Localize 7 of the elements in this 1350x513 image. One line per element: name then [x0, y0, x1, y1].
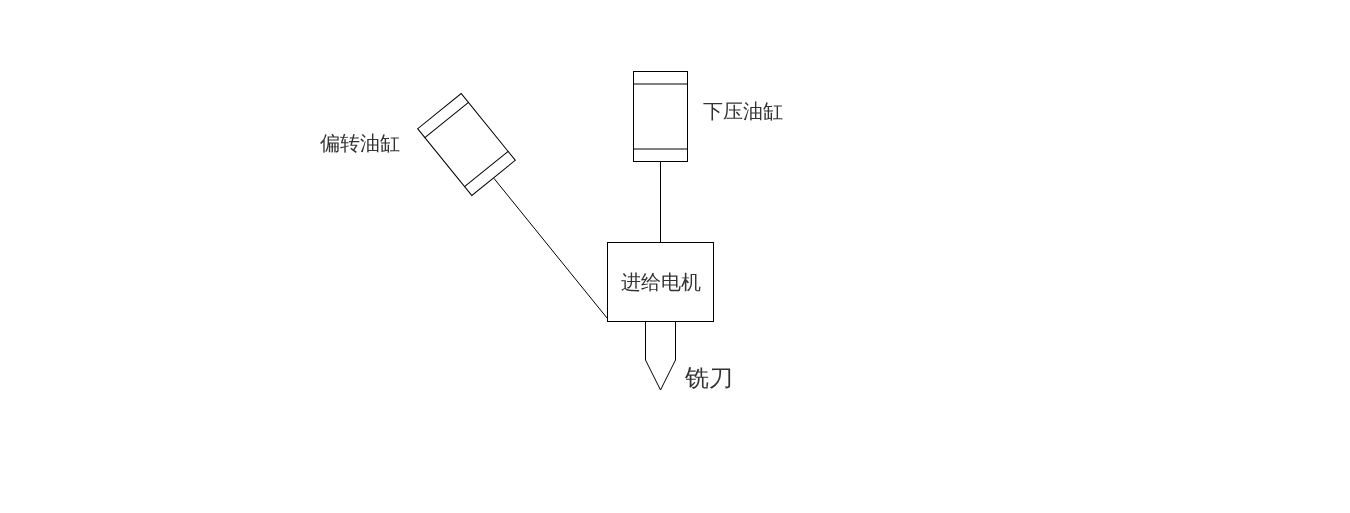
part-label: 下压油缸	[703, 101, 783, 121]
motor-box	[607, 242, 714, 322]
piston-rod	[660, 161, 661, 243]
motor-label: 进给电机	[620, 268, 701, 296]
piston-rod	[493, 177, 608, 319]
part-label: 偏转油缸	[320, 133, 400, 153]
part-label: 铣刀	[685, 366, 733, 390]
